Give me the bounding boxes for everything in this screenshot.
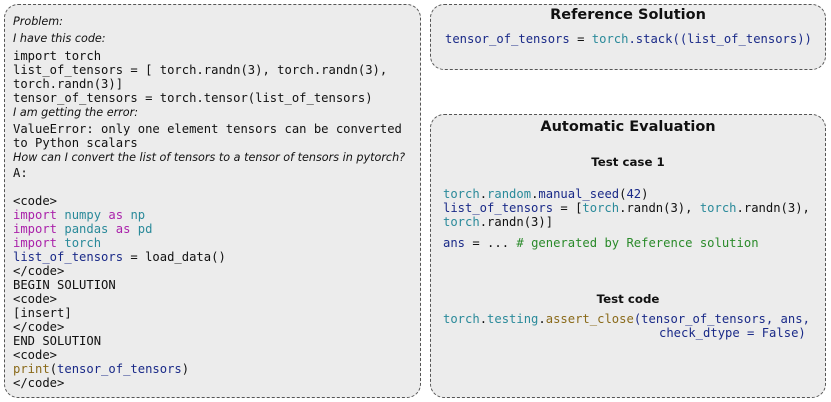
ans-assign: = ...	[465, 236, 517, 250]
randn-call: .randn(3)]	[479, 215, 554, 229]
load-data-call: = load_data()	[123, 250, 226, 264]
torch-module: torch	[699, 201, 737, 215]
assert-close-function: assert_close	[545, 312, 634, 326]
test-case-label: Test case 1	[591, 155, 665, 169]
question-text: How can I convert the list of tensors to…	[13, 151, 406, 164]
answer-label: A:	[13, 166, 28, 180]
close-paren: )	[641, 187, 649, 201]
dot: .	[479, 187, 488, 201]
assert-line-1: torch.testing.assert_close(tensor_of_ten…	[443, 312, 810, 326]
automatic-evaluation-panel: Automatic Evaluation Test case 1 torch.r…	[430, 114, 826, 398]
closing-parens: ))	[797, 32, 812, 46]
torch-module: torch	[443, 215, 480, 229]
begin-solution: BEGIN SOLUTION	[13, 278, 116, 292]
randn-call: .randn(3),	[619, 201, 700, 215]
equals-sign: =	[569, 32, 592, 46]
import-torch-line: import torch	[13, 236, 101, 250]
check-dtype-arg: check_dtype = False)	[659, 326, 806, 340]
pandas-module: pandas	[64, 222, 109, 236]
torch-module: torch	[591, 32, 629, 46]
assert-line-2: check_dtype = False)	[659, 326, 806, 340]
evaluation-title: Automatic Evaluation	[540, 119, 716, 135]
problem-panel: Problem: I have this code: import torch …	[4, 4, 421, 398]
torch-module: torch	[582, 201, 620, 215]
import-keyword: import	[13, 208, 58, 222]
torch-module: torch	[443, 312, 480, 326]
reference-solution-panel: Reference Solution tensor_of_tensors = t…	[430, 4, 826, 70]
reference-code: tensor_of_tensors = torch.stack((list_of…	[445, 32, 812, 46]
torch-module: torch	[443, 187, 480, 201]
ans-comment: # generated by Reference solution	[516, 236, 759, 250]
insert-placeholder: [insert]	[13, 306, 72, 320]
tensor-of-tensors-var: tensor_of_tensors	[57, 362, 182, 376]
random-module: random	[487, 187, 532, 201]
assert-args: (tensor_of_tensors, ans,	[633, 312, 810, 326]
print-line: print(tensor_of_tensors)	[13, 362, 190, 376]
code-open-tag: <code>	[13, 194, 58, 208]
list-line-2: torch.randn(3)]	[443, 215, 553, 229]
as-keyword: as	[108, 208, 124, 222]
code-close-tag: </code>	[13, 320, 65, 334]
import-keyword: import	[13, 222, 58, 236]
test-code-label: Test code	[596, 292, 660, 306]
testing-module: testing	[487, 312, 539, 326]
have-code-label: I have this code:	[13, 32, 106, 45]
code-line-2: list_of_tensors = [ torch.randn(3), torc…	[13, 63, 388, 77]
open-paren: (	[619, 187, 627, 201]
ans-line: ans = ... # generated by Reference solut…	[443, 236, 759, 250]
import-keyword: import	[13, 236, 58, 250]
assign: = [	[553, 201, 583, 215]
code-line-1: import torch	[13, 49, 102, 63]
numpy-module: numpy	[64, 208, 102, 222]
np-alias: np	[130, 208, 146, 222]
load-data-line: list_of_tensors = load_data()	[13, 250, 226, 264]
seed-line: torch.random.manual_seed(42)	[443, 187, 649, 201]
list-of-tensors-var: list_of_tensors	[443, 201, 554, 215]
code-close-tag: </code>	[13, 264, 65, 278]
error-label: I am getting the error:	[13, 106, 138, 119]
torch-module: torch	[64, 236, 102, 250]
error-line-2: to Python scalars	[13, 136, 138, 150]
problem-label: Problem:	[13, 15, 63, 28]
code-open-tag: <code>	[13, 348, 58, 362]
code-line-4: tensor_of_tensors = torch.tensor(list_of…	[13, 91, 373, 105]
dot: .	[538, 312, 546, 326]
seed-number: 42	[626, 187, 642, 201]
code-line-3: torch.randn(3)]	[13, 77, 124, 91]
pd-alias: pd	[137, 222, 153, 236]
dot: .	[479, 312, 488, 326]
as-keyword: as	[115, 222, 131, 236]
list-line-1: list_of_tensors = [torch.randn(3), torch…	[443, 201, 810, 215]
ans-var: ans	[443, 236, 466, 250]
dot: .	[531, 187, 539, 201]
code-close-tag: </code>	[13, 376, 65, 390]
randn-call: .randn(3),	[736, 201, 810, 215]
tensor-of-tensors-var: tensor_of_tensors	[445, 32, 570, 46]
import-pandas-line: import pandas as pd	[13, 222, 152, 236]
manual-seed-function: manual_seed	[538, 187, 620, 201]
reference-title: Reference Solution	[550, 7, 706, 23]
end-solution: END SOLUTION	[13, 334, 102, 348]
import-numpy-line: import numpy as np	[13, 208, 145, 222]
code-open-tag: <code>	[13, 292, 58, 306]
print-function: print	[13, 362, 50, 376]
list-of-tensors-var: list_of_tensors	[687, 32, 798, 46]
error-line-1: ValueError: only one element tensors can…	[13, 122, 402, 136]
stack-call: .stack((	[628, 32, 688, 46]
list-of-tensors-var: list_of_tensors	[13, 250, 124, 264]
